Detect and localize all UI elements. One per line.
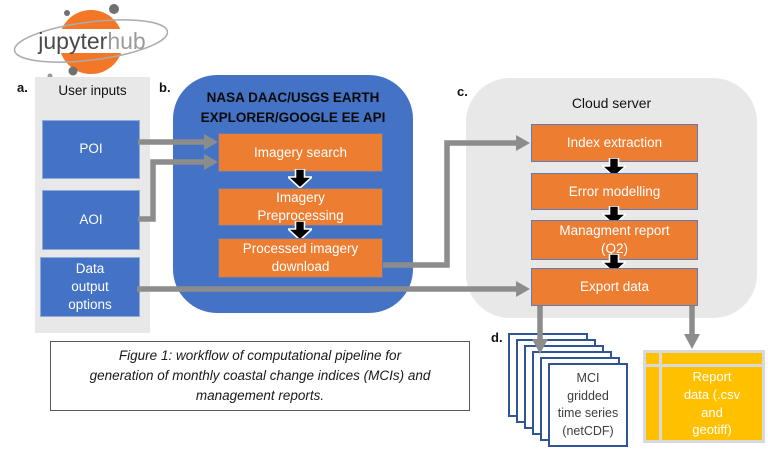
down-arrow-icon (602, 254, 626, 273)
poi-box: POI (42, 120, 140, 179)
netcdf-file-stack: MCI gridded time series (netCDF) (508, 333, 630, 449)
logo-dot (64, 10, 70, 16)
down-arrow-icon (602, 158, 626, 177)
netcdf-front-card: MCI gridded time series (netCDF) (548, 363, 628, 447)
logo-dot (109, 4, 119, 14)
data-output-line: output (71, 278, 109, 294)
report-corner-cell (646, 353, 659, 364)
figure-caption: Figure 1: workflow of computational pipe… (50, 341, 470, 411)
processed-imagery-line: download (271, 259, 330, 274)
processed-imagery-download-box: Processed imagery download (218, 238, 383, 278)
user-inputs-title: User inputs (58, 83, 127, 98)
section-c-label: c. (457, 84, 468, 99)
arrowhead-icon (684, 334, 700, 349)
report-left-bar (646, 367, 659, 440)
imagery-search-box: Imagery search (218, 133, 383, 172)
report-top-bar (662, 353, 762, 364)
caption-line: management reports. (195, 388, 325, 404)
logo-band (29, 29, 153, 53)
caption-line: generation of monthly coastal change ind… (89, 367, 431, 383)
section-b-label: b. (159, 80, 171, 95)
report-line: data (.csv (683, 386, 741, 402)
cloud-server-panel: Cloud server Index extraction Error mode… (466, 78, 757, 318)
error-modelling-label: Error modelling (568, 183, 661, 199)
data-output-line: options (68, 297, 112, 313)
report-data-box: Report data (.csv and geotiff) (643, 350, 765, 443)
error-modelling-box: Error modelling (531, 173, 698, 210)
api-panel-title: NASA DAAC/USGS EARTH EXPLORER/GOOGLE EE … (173, 88, 413, 127)
index-extraction-label: Index extraction (566, 135, 663, 151)
data-output-line: Data (75, 260, 105, 276)
api-title-line: NASA DAAC/USGS EARTH (206, 90, 380, 105)
imagery-preprocessing-line: Imagery (276, 190, 325, 206)
imagery-search-label: Imagery search (253, 144, 348, 160)
logo-text-hub: hub (107, 28, 145, 54)
user-inputs-panel: User inputs POI AOI Data output options (35, 77, 150, 333)
jupyterhub-logo: jupyterhub (13, 4, 169, 79)
aoi-box: AOI (42, 190, 140, 250)
report-line: geotiff) (692, 422, 732, 438)
poi-label: POI (79, 141, 103, 157)
down-arrow-icon (288, 221, 312, 240)
netcdf-line: (netCDF) (562, 423, 614, 438)
index-extraction-box: Index extraction (531, 124, 698, 162)
cloud-server-title: Cloud server (571, 95, 652, 111)
export-data-label: Export data (579, 279, 650, 295)
down-arrow-icon (602, 206, 626, 225)
logo-text-jupyter: jupyter (37, 28, 107, 54)
imagery-preprocessing-box: Imagery Preprocessing (218, 188, 383, 226)
api-title-line: EXPLORER/GOOGLE EE API (200, 109, 386, 125)
data-output-options-box: Data output options (40, 257, 140, 317)
report-line: Report (692, 369, 732, 385)
down-arrow-icon (288, 169, 312, 188)
netcdf-line: MCI (576, 371, 600, 385)
section-a-label: a. (17, 80, 28, 95)
processed-imagery-line: Processed imagery (242, 241, 359, 257)
imagery-preprocessing-line: Preprocessing (257, 208, 344, 223)
report-main-cell: Report data (.csv and geotiff) (662, 367, 762, 440)
section-d-label: d. (491, 330, 503, 345)
logo-orbit-ellipse (13, 19, 169, 63)
management-report-line: (Q2) (601, 241, 628, 256)
report-line: and (701, 404, 723, 420)
netcdf-line: time series (557, 406, 619, 420)
netcdf-line: gridded (567, 388, 609, 403)
logo-dot (68, 66, 78, 76)
management-report-line: Managment report (559, 223, 670, 239)
caption-line: Figure 1: workflow of computational pipe… (118, 347, 402, 363)
logo-wordmark: jupyterhub (37, 28, 145, 54)
aoi-label: AOI (79, 211, 103, 227)
api-panel: NASA DAAC/USGS EARTH EXPLORER/GOOGLE EE … (173, 75, 413, 313)
export-data-box: Export data (531, 268, 698, 306)
